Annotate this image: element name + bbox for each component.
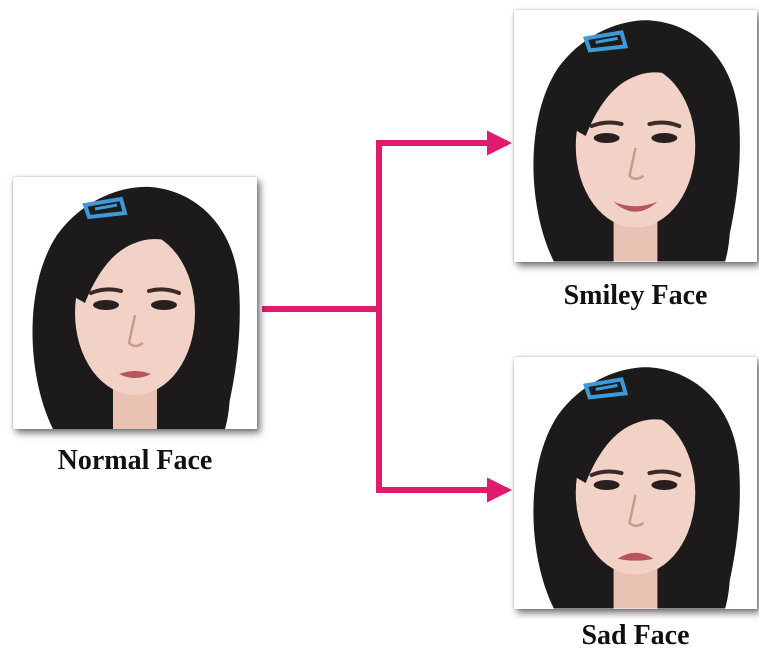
smiley-face-label: Smiley Face (514, 280, 757, 312)
right-eye (651, 133, 677, 143)
sad-face-photo (514, 357, 757, 609)
left-eye (594, 133, 620, 143)
right-eye (151, 300, 177, 310)
face-illustration (514, 357, 757, 609)
sad-face-label: Sad Face (514, 620, 757, 652)
right-eye (651, 480, 677, 490)
smiley-face-photo (514, 10, 757, 262)
normal-face-photo (13, 177, 257, 429)
left-eye (594, 480, 620, 490)
face-illustration (514, 10, 757, 262)
left-eye (93, 300, 119, 310)
face-illustration (13, 177, 257, 429)
normal-face-label: Normal Face (13, 445, 257, 477)
